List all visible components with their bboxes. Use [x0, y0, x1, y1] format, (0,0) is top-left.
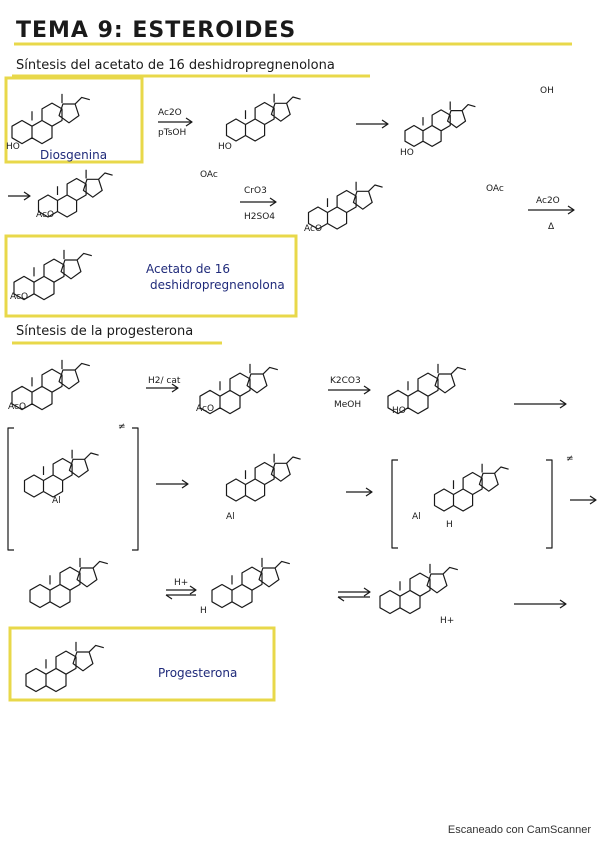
- structure-ts-1: [23, 449, 99, 498]
- structure-intermediate-4: [307, 181, 383, 230]
- arrow-step3: [8, 191, 31, 201]
- reagent-h-plus: H+: [174, 578, 189, 588]
- atom-ho-2: HO: [218, 142, 232, 152]
- label-progesterona: Progesterona: [158, 666, 238, 680]
- atom-aco-5: AcO: [196, 404, 215, 414]
- atom-aco-2: AcO: [304, 224, 323, 234]
- structure-intermediate-3: [37, 169, 113, 218]
- arrow-step1: [158, 117, 193, 127]
- diosgenina-box: [4, 76, 144, 164]
- atom-oh: OH: [540, 86, 554, 96]
- structure-p3: [387, 363, 466, 415]
- atom-ho-1: HO: [6, 142, 20, 152]
- reagent-k2co3: K2CO3: [330, 376, 361, 386]
- reagent-ptsoh: pTsOH: [158, 128, 187, 138]
- structure-progesterona: [25, 641, 104, 693]
- atom-ho-3: HO: [400, 148, 414, 158]
- arrow-p3: [514, 399, 567, 409]
- section2-heading: Síntesis de la progesterona: [16, 324, 194, 339]
- arrow-p7: [165, 585, 197, 600]
- label-acetato-line1: Acetato de 16: [146, 262, 230, 276]
- label-diosgenina: Diosgenina: [40, 148, 108, 162]
- structure-p6: [211, 557, 290, 609]
- reagent-ac2o: Ac2O: [158, 108, 182, 118]
- atom-al-3: Al: [412, 512, 421, 522]
- atom-oac-1: OAc: [200, 170, 218, 180]
- reagent-meoh: MeOH: [334, 400, 362, 410]
- structure-p4: [225, 453, 301, 502]
- atom-h-2: H: [200, 606, 207, 616]
- structure-intermediate-1: [225, 93, 301, 142]
- atom-ho-4: HO: [392, 406, 406, 416]
- reagent-ac2o-heat: Ac2O: [536, 196, 560, 206]
- brackets-ts-2: [391, 459, 553, 549]
- arrow-p2: [328, 385, 371, 395]
- arrow-step2: [356, 119, 389, 129]
- reagent-delta: Δ: [548, 222, 555, 232]
- atom-aco-4: AcO: [8, 402, 27, 412]
- structure-p7: [379, 563, 458, 615]
- arrow-p4: [156, 479, 189, 489]
- atom-al-1: Al: [52, 496, 61, 506]
- arrow-p6: [570, 495, 597, 505]
- structure-intermediate-2: [404, 101, 476, 147]
- atom-h-1: H: [446, 520, 453, 530]
- progesterona-box: [8, 626, 276, 702]
- page-title: TEMA 9: ESTEROIDES: [16, 18, 297, 43]
- reagent-h2so4: H2SO4: [244, 212, 276, 222]
- brackets-ts-1: [7, 427, 139, 551]
- arrow-p9: [514, 599, 567, 609]
- acetato-box: [4, 234, 298, 318]
- structure-p5: [29, 557, 108, 609]
- arrow-step4: [240, 197, 277, 207]
- structure-acetato-16-deshidropregnenolona: [13, 249, 92, 301]
- reagent-h2-cat: H2/ cat: [148, 376, 181, 386]
- structure-p1: [11, 359, 90, 411]
- structure-ts-2: [433, 463, 509, 512]
- arrow-p1: [146, 383, 179, 393]
- section1-heading: Síntesis del acetato de 16 deshidropregn…: [16, 58, 335, 73]
- atom-aco-1: AcO: [36, 210, 55, 220]
- reagent-cro3: CrO3: [244, 186, 267, 196]
- structure-p2: [199, 363, 278, 415]
- arrow-p5: [346, 487, 373, 497]
- scanner-watermark: Escaneado con CamScanner: [447, 824, 591, 836]
- arrow-step5: [528, 205, 575, 215]
- label-acetato-line2: deshidropregnenolona: [150, 278, 285, 292]
- atom-al-2: Al: [226, 512, 235, 522]
- atom-h-3: H+: [440, 616, 455, 626]
- arrow-p8: [337, 587, 371, 602]
- ts-neq-1: ≠: [118, 422, 126, 432]
- ts-neq-2: ≠: [566, 454, 574, 464]
- atom-aco-3: AcO: [10, 292, 29, 302]
- atom-oac-2: OAc: [486, 184, 504, 194]
- structure-diosgenina: [11, 93, 90, 145]
